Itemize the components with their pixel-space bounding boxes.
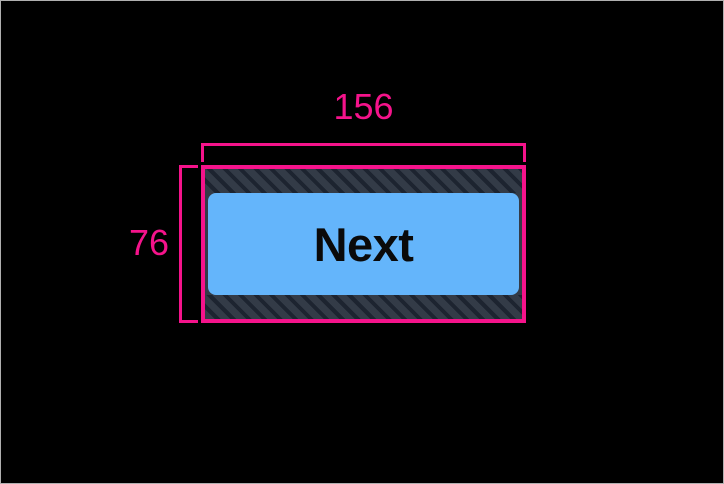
height-dimension-caliper — [179, 165, 199, 323]
width-caliper-end-tick — [523, 143, 526, 162]
height-dimension-label: 76 — [128, 222, 169, 263]
inspected-element-outline[interactable]: Next — [201, 165, 526, 323]
width-caliper-bar — [201, 143, 526, 146]
width-dimension-label: 156 — [333, 86, 394, 127]
padding-region-bottom — [205, 295, 522, 319]
height-caliper-end-tick — [179, 320, 198, 323]
height-caliper-start-tick — [179, 165, 198, 168]
next-button-label: Next — [313, 217, 414, 271]
next-button[interactable]: Next — [208, 193, 519, 295]
height-caliper-bar — [179, 165, 182, 323]
width-caliper-start-tick — [201, 143, 204, 162]
padding-region-top — [205, 169, 522, 193]
width-dimension-caliper — [201, 143, 526, 163]
